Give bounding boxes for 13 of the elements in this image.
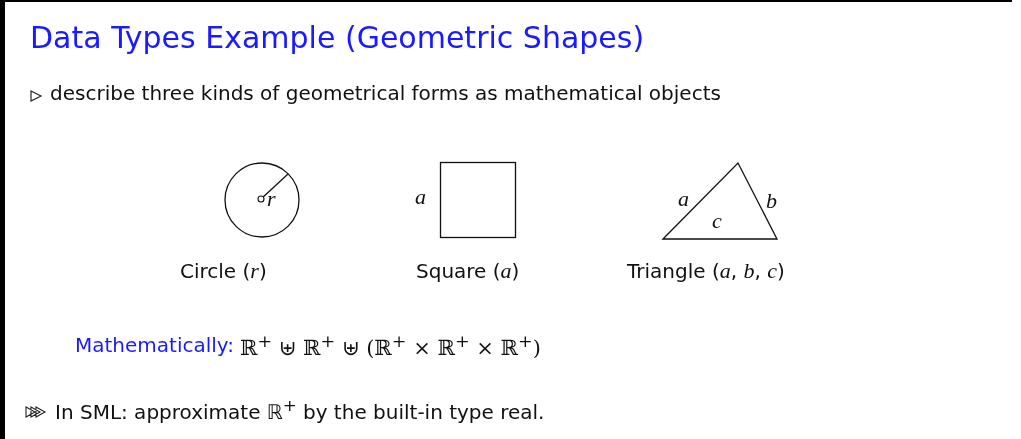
bullet-text: describe three kinds of geometrical forms as mathematical objects [50,81,721,105]
shape-caption: Circle (r) [180,258,267,284]
side-label: b [766,188,777,214]
shape-caption: Square (a) [416,258,520,284]
side-label: c [712,208,722,234]
radius-label: r [267,186,276,212]
formula-label: Mathematically: [75,333,234,357]
side-label: a [415,184,426,210]
side-label: a [678,186,689,212]
slide-title: Data Types Example (Geometric Shapes) [30,20,645,55]
shape-caption: Triangle (a, b, c) [627,258,785,284]
formula: ℝ$^{+}$ ⊎ ℝ$^{+}$ ⊎ (ℝ$^{+}$ × ℝ$^{+}$ × ℝ$^{+}$) [240,331,541,360]
bullet-text: In SML: approximate ℝ$^{+}$ by the built-in type real. [55,396,545,424]
